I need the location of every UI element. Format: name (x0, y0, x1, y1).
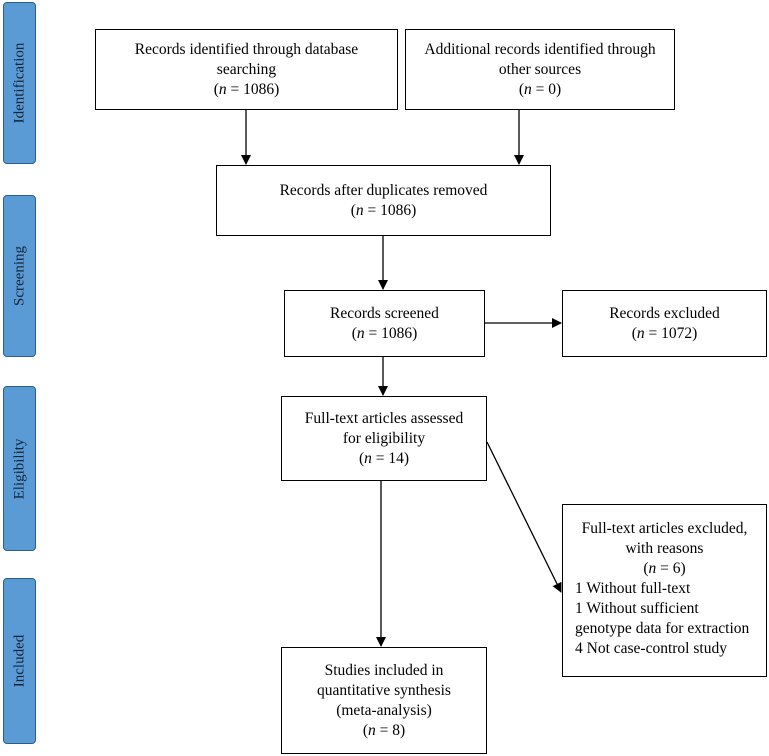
arrow-fulltext-to-excluded (486, 441, 562, 593)
studies-included-line1: Studies included in (324, 661, 444, 679)
duplicates-removed-n: 1086 (380, 201, 412, 219)
studies-included-count: (n = 8) (362, 721, 406, 739)
records-screened-n: 1086 (381, 324, 413, 342)
additional-records-line2: other sources (498, 60, 582, 78)
records-excluded-box: Records excluded (n = 1072) (562, 290, 767, 357)
records-identified-count: (n = 1086) (213, 80, 280, 98)
records-identified-line2: searching (216, 60, 277, 78)
duplicates-removed-count: (n = 1086) (350, 201, 417, 219)
studies-included-n: 8 (392, 721, 400, 739)
records-excluded-n: 1072 (661, 324, 693, 342)
additional-records-count: (n = 0) (518, 80, 562, 98)
fulltext-excluded-box: Full-text articles excluded, with reason… (562, 504, 767, 677)
exclusion-reason: 1 Without full-text (575, 580, 691, 597)
phase-included: Included (3, 578, 36, 744)
additional-records-box: Additional records identified through ot… (405, 29, 675, 110)
fulltext-excluded-line1: Full-text articles excluded, (581, 520, 748, 537)
records-identified-n: 1086 (243, 80, 275, 98)
exclusion-reason: 1 Without sufficient (575, 600, 699, 617)
studies-included-line2: quantitative synthesis (317, 681, 451, 699)
records-screened-line1: Records screened (330, 304, 439, 322)
exclusion-reasons-list: 1 Without full-text 1 Without sufficient… (563, 579, 749, 659)
studies-included-line3: (meta-analysis) (336, 701, 432, 719)
additional-records-line1: Additional records identified through (424, 40, 656, 58)
phase-screening: Screening (3, 195, 36, 357)
records-identified-line1: Records identified through database (134, 40, 359, 58)
records-screened-box: Records screened (n = 1086) (284, 290, 485, 357)
fulltext-assessed-box: Full-text articles assessed for eligibil… (281, 396, 487, 481)
duplicates-removed-line1: Records after duplicates removed (279, 181, 488, 199)
phase-eligibility: Eligibility (3, 386, 36, 551)
fulltext-assessed-count: (n = 14) (358, 449, 410, 467)
records-screened-count: (n = 1086) (351, 324, 418, 342)
records-excluded-count: (n = 1072) (631, 324, 698, 342)
fulltext-assessed-n: 14 (388, 449, 404, 467)
fulltext-assessed-line1: Full-text articles assessed (304, 409, 464, 427)
fulltext-excluded-line2: with reasons (625, 540, 704, 557)
fulltext-excluded-n: 6 (672, 560, 681, 577)
exclusion-reason: 4 Not case-control study (575, 640, 727, 657)
phase-identification: Identification (3, 2, 36, 164)
fulltext-excluded-count: (n = 6) (643, 560, 686, 577)
records-excluded-line1: Records excluded (609, 304, 720, 322)
additional-records-n: 0 (548, 80, 556, 98)
duplicates-removed-box: Records after duplicates removed (n = 10… (216, 165, 551, 236)
studies-included-box: Studies included in quantitative synthes… (281, 647, 487, 754)
records-identified-box: Records identified through database sear… (95, 29, 398, 110)
fulltext-assessed-line2: for eligibility (342, 429, 426, 447)
exclusion-reason: genotype data for extraction (575, 620, 750, 637)
